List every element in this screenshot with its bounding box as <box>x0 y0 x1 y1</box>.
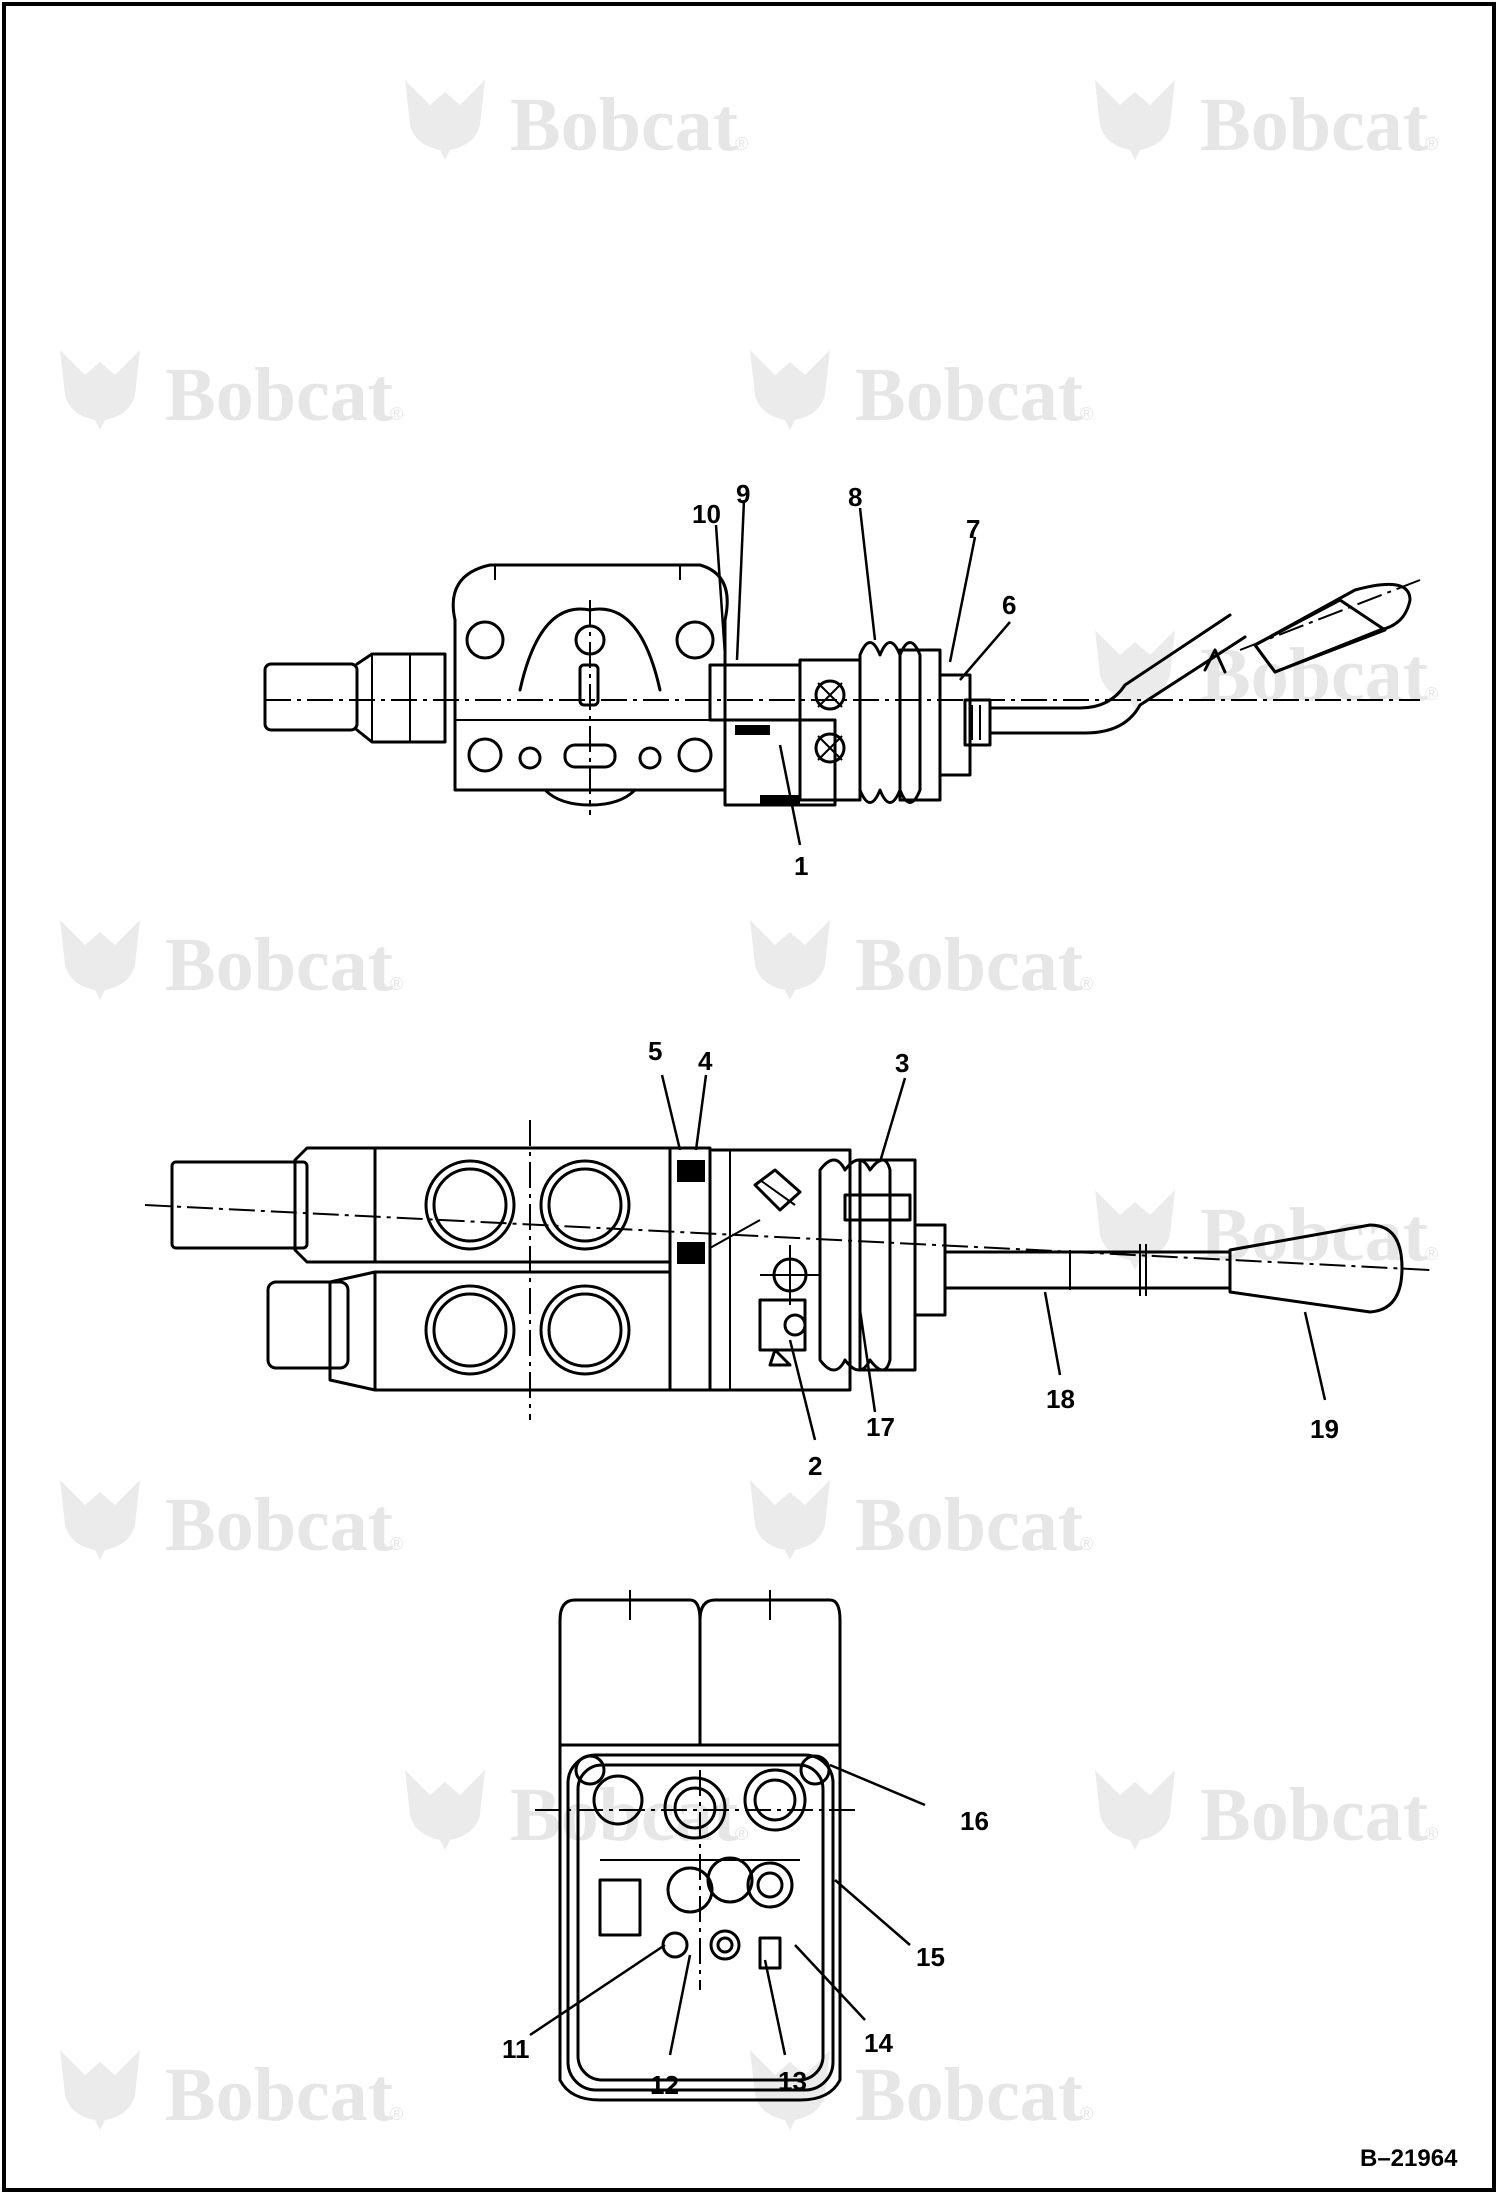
bobcat-watermark-logo: Bobcat® <box>750 920 1093 1007</box>
bobcat-head-icon <box>1095 1190 1175 1270</box>
bobcat-head-icon <box>60 2050 140 2130</box>
callout-15: 15 <box>916 1942 945 1972</box>
bobcat-watermark-logo: Bobcat® <box>1095 630 1438 717</box>
callout-5: 5 <box>648 1036 662 1066</box>
bobcat-head-icon <box>405 1770 485 1850</box>
bobcat-watermark-logo: Bobcat® <box>60 920 403 1007</box>
bobcat-watermark-logo: Bobcat® <box>1095 80 1438 167</box>
bobcat-watermark-logo: Bobcat® <box>60 1480 403 1567</box>
bobcat-head-icon <box>60 1480 140 1560</box>
callout-19: 19 <box>1310 1414 1339 1444</box>
callout-8: 8 <box>848 482 862 512</box>
callout-10: 10 <box>692 499 721 529</box>
callout-14: 14 <box>864 2028 893 2058</box>
bobcat-wordmark: Bobcat <box>510 1773 738 1857</box>
bobcat-wordmark: Bobcat <box>165 923 393 1007</box>
callout-12: 12 <box>650 2070 679 2100</box>
callout-7: 7 <box>966 514 980 544</box>
bobcat-head-icon <box>1095 80 1175 160</box>
side-view <box>263 499 1421 846</box>
bobcat-registered-mark: ® <box>390 404 403 424</box>
bobcat-wordmark: Bobcat <box>855 1483 1083 1567</box>
bobcat-wordmark: Bobcat <box>165 2053 393 2137</box>
bobcat-head-icon <box>60 350 140 430</box>
callout-6: 6 <box>1002 590 1016 620</box>
bobcat-registered-mark: ® <box>390 974 403 994</box>
callout-16: 16 <box>960 1806 989 1836</box>
bobcat-wordmark: Bobcat <box>510 83 738 167</box>
bobcat-wordmark: Bobcat <box>855 353 1083 437</box>
bobcat-registered-mark: ® <box>1425 1244 1438 1264</box>
bobcat-head-icon <box>750 920 830 1000</box>
bobcat-watermark-logo: Bobcat® <box>750 2050 1093 2137</box>
callout-1: 1 <box>794 851 808 881</box>
callout-labels: 10 9 8 7 6 1 5 4 3 2 17 18 19 16 15 14 1… <box>502 479 1339 2100</box>
bobcat-wordmark: Bobcat <box>1200 83 1428 167</box>
bobcat-registered-mark: ® <box>390 2104 403 2124</box>
bobcat-registered-mark: ® <box>1080 1534 1093 1554</box>
bobcat-wordmark: Bobcat <box>1200 633 1428 717</box>
bobcat-registered-mark: ® <box>1425 134 1438 154</box>
bobcat-wordmark: Bobcat <box>855 923 1083 1007</box>
bobcat-wordmark: Bobcat <box>1200 1773 1428 1857</box>
callout-2: 2 <box>808 1451 822 1481</box>
callout-9: 9 <box>736 479 750 509</box>
callout-17: 17 <box>866 1412 895 1442</box>
bobcat-watermark-logo: Bobcat® <box>750 1480 1093 1567</box>
bobcat-head-icon <box>405 80 485 160</box>
bobcat-registered-mark: ® <box>1425 684 1438 704</box>
bobcat-wordmark: Bobcat <box>165 1483 393 1567</box>
bobcat-registered-mark: ® <box>1080 974 1093 994</box>
bobcat-registered-mark: ® <box>735 134 748 154</box>
callout-4: 4 <box>698 1046 713 1076</box>
bobcat-watermark-logo: Bobcat® <box>1095 1770 1438 1857</box>
bobcat-registered-mark: ® <box>390 1534 403 1554</box>
bobcat-registered-mark: ® <box>1080 2104 1093 2124</box>
bobcat-wordmark: Bobcat <box>165 353 393 437</box>
watermark-layer: Bobcat®Bobcat®Bobcat®Bobcat®Bobcat®Bobca… <box>60 80 1438 2137</box>
end-view <box>529 1590 926 2102</box>
bobcat-watermark-logo: Bobcat® <box>750 350 1093 437</box>
bobcat-registered-mark: ® <box>735 1824 748 1844</box>
reference-number: B–21964 <box>1360 2145 1458 2172</box>
top-view <box>144 1074 1431 1441</box>
callout-13: 13 <box>778 2066 807 2096</box>
bobcat-head-icon <box>1095 1770 1175 1850</box>
callout-3: 3 <box>895 1048 909 1078</box>
bobcat-wordmark: Bobcat <box>855 2053 1083 2137</box>
bobcat-head-icon <box>60 920 140 1000</box>
bobcat-watermark-logo: Bobcat® <box>405 80 748 167</box>
bobcat-watermark-logo: Bobcat® <box>60 2050 403 2137</box>
bobcat-registered-mark: ® <box>1080 404 1093 424</box>
callout-18: 18 <box>1046 1384 1075 1414</box>
bobcat-registered-mark: ® <box>1425 1824 1438 1844</box>
callout-11: 11 <box>502 2034 530 2064</box>
bobcat-watermark-logo: Bobcat® <box>60 350 403 437</box>
bobcat-head-icon <box>1095 630 1175 710</box>
bobcat-head-icon <box>750 1480 830 1560</box>
bobcat-head-icon <box>750 350 830 430</box>
